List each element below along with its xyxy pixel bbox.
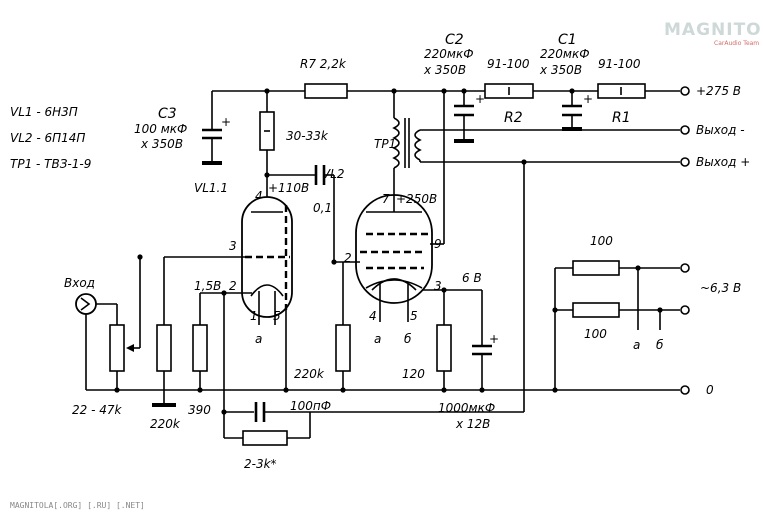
capacitor-1000uf: + [472,290,499,390]
vl2-pin4: 4 [369,309,377,323]
watermark-logo-sub: CarAudio Team [714,40,759,47]
label-c3: C3 [158,106,177,122]
label-ground: 0 [706,383,714,397]
label-c1000-1: 1000мкФ [438,401,495,415]
resistor-vl2-grid [335,324,351,372]
capacitor-c1: + [562,91,593,131]
label-r-anode: 30-33k [286,129,329,143]
label-c1-val1: 220мкФ [540,47,590,61]
label-110v: +110В [268,181,309,195]
label-c2-val2: х 350В [423,63,466,77]
terminal-275v [680,86,690,96]
label-r100-top: 100 [590,234,613,248]
label-c1: C1 [558,32,577,48]
vl2-pin3: 3 [434,279,442,293]
label-1-5v: 1,5В [194,279,221,293]
label-r1: R1 [612,110,631,126]
terminal-out-minus [680,125,690,135]
vl2-pin-a: а [374,332,381,346]
resistor-heater-bottom [572,302,620,318]
vl1-pin5: 5 [273,309,281,323]
label-heater: ~6,3 В [700,281,741,295]
resistor-cathode-120 [436,324,452,372]
label-r-390: 390 [188,403,211,417]
legend-vl2: VL2 - 6П14П [10,131,85,145]
label-r-fb: 2-3k* [244,457,277,471]
legend-vl1: VL1 - 6Н3П [10,105,78,119]
vl2-pin2: 2 [344,251,352,265]
svg-text:+: + [583,92,593,106]
resistor-heater-top [572,260,620,276]
vl1-pin3: 3 [229,239,237,253]
terminal-heater-1 [680,263,690,273]
potentiometer-volume [109,324,125,372]
vl1-pin2: 2 [229,279,237,293]
label-6v: 6 В [462,271,482,285]
resistor-r7 [304,83,348,99]
svg-text:+: + [221,115,231,129]
label-c-coupling: 0,1 [313,201,332,215]
capacitor-c2: + [454,91,485,143]
label-r-220k2: 220k [294,367,325,381]
terminal-ground [680,385,690,395]
label-c1000-2: х 12В [455,417,490,431]
label-r-120: 120 [402,367,425,381]
label-r-grid: 220k [150,417,181,431]
legend-tp1: TP1 - ТВЗ-1-9 [10,157,91,171]
resistor-feedback [242,430,288,446]
label-input: Вход [64,276,95,290]
vl2-pin-b: б [404,332,412,346]
label-out-minus: Выход - [696,123,745,137]
capacitor-coupling [267,165,335,262]
resistor-grid-220k [156,324,172,372]
resistor-cathode-390 [192,324,208,372]
input-jack [75,293,97,315]
label-r2: R2 [504,110,523,126]
terminal-heater-2 [680,305,690,315]
footer-watermark: MAGNITOLA[.ORG] [.RU] [.NET] [10,501,145,510]
vl2-pin5: 5 [410,309,418,323]
svg-text:+: + [475,92,485,106]
label-tp1: TP1 [374,137,396,151]
label-out-plus: Выход + [696,155,750,169]
terminal-out-plus [680,157,690,167]
vl1-pin-a: а [255,332,262,346]
label-r1-val: 91-100 [598,57,641,71]
label-c2-val1: 220мкФ [424,47,474,61]
vl1-pin4: 4 [255,189,263,203]
label-vl1: VL1.1 [194,181,228,195]
label-c1-val2: х 350В [539,63,582,77]
capacitor-c3: + [202,91,231,165]
vl1-pin1: 1 [250,309,258,323]
label-275v: +275 В [696,84,741,98]
label-heater-a: а [633,338,640,352]
label-c3-val2: х 350В [140,137,183,151]
label-vl2: VL2 [322,167,345,181]
transformer-tp1 [392,117,680,169]
tube-vl2 [355,194,433,322]
label-pot: 22 - 47k [72,403,122,417]
label-r7: R7 2,2k [300,57,347,71]
label-heater-b: б [656,338,664,352]
watermark-logo: MAGNITOLA [664,20,763,40]
tube-vl1 [241,196,293,325]
label-250v: +250В [396,192,437,206]
label-c2: C2 [445,32,464,48]
label-c3-val1: 100 мкФ [134,122,187,136]
label-r100-bottom: 100 [584,327,607,341]
vl2-pin7: 7 [382,192,390,206]
label-100pf: 100пФ [290,399,331,413]
svg-text:+: + [489,332,499,346]
label-r2-val: 91-100 [487,57,530,71]
